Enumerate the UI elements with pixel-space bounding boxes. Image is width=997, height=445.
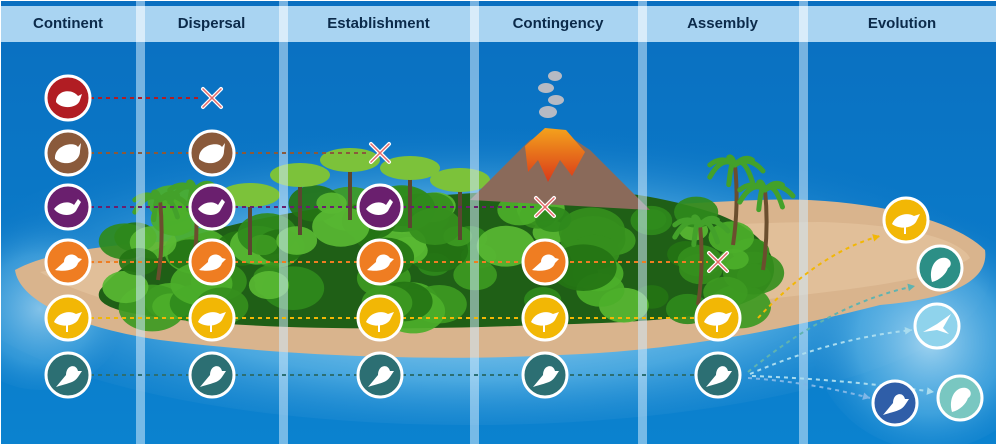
header-divider (279, 6, 288, 42)
finch-icon (521, 351, 569, 399)
rail-icon (694, 294, 742, 342)
extinction-x-icon (534, 196, 556, 218)
stage-header-continent: Continent (33, 15, 103, 32)
arrow-head (872, 234, 880, 242)
stage-band (279, 0, 288, 445)
parrot-icon (936, 374, 984, 422)
finch-icon (871, 379, 919, 427)
robin-icon (356, 238, 404, 286)
canopy-blob (630, 205, 673, 236)
rail-icon (521, 294, 569, 342)
extinction-x-icon (201, 87, 223, 109)
canopy-blob (408, 207, 462, 246)
tree-trunk (298, 175, 302, 235)
finch-icon (44, 351, 92, 399)
canopy-blob (248, 234, 278, 256)
arrow-head (926, 387, 934, 395)
extinction-x-icon (707, 251, 729, 273)
rail-icon (882, 196, 930, 244)
extinction-x-icon (369, 142, 391, 164)
finch-icon (356, 351, 404, 399)
rail-icon (188, 294, 236, 342)
palm-trunk (696, 224, 704, 306)
canopy-blob (312, 206, 370, 247)
guineafowl-icon (188, 129, 236, 177)
tree-trunk (458, 180, 462, 240)
robin-icon (521, 238, 569, 286)
header-divider (799, 6, 808, 42)
tree-trunk (348, 160, 352, 220)
rail-icon (356, 294, 404, 342)
evolution-arrow (747, 285, 916, 373)
stage-column-bands (136, 0, 808, 445)
tern-icon (913, 302, 961, 350)
palm-frond (697, 215, 720, 228)
pigeon-icon (44, 183, 92, 231)
stage-header-assembly: Assembly (687, 15, 758, 32)
evolution-arrow (757, 235, 881, 319)
canopy-blob (708, 221, 755, 254)
pigeon-icon (188, 183, 236, 231)
quail-icon (44, 74, 92, 122)
bird-icons (44, 74, 984, 427)
finch-icon (694, 351, 742, 399)
header-divider (136, 6, 145, 42)
guineafowl-icon (44, 129, 92, 177)
palm-trunk (156, 199, 164, 281)
palm-frond (732, 155, 755, 168)
finch-icon (188, 351, 236, 399)
extinction-marks (201, 87, 729, 273)
header-divider (638, 6, 647, 42)
tree-crown (220, 183, 280, 207)
tree-trunk (408, 168, 412, 228)
lava-flow (525, 128, 585, 182)
volcano-cone (470, 130, 650, 210)
stage-band (470, 0, 479, 445)
canopy-blob (158, 212, 192, 236)
volcano-smoke (538, 71, 564, 118)
stage-header-dispersal: Dispersal (177, 15, 246, 32)
arrow-head (862, 392, 870, 400)
stage-band (136, 0, 145, 445)
rail-icon (44, 294, 92, 342)
palm-frond (762, 180, 785, 193)
tree-crown (380, 156, 440, 180)
arrow-head (907, 283, 915, 292)
palm-trunk (761, 189, 769, 271)
robin-icon (188, 238, 236, 286)
robin-icon (44, 238, 92, 286)
header-divider (470, 6, 479, 42)
tree-trunk (248, 195, 252, 255)
header-dividers (136, 6, 808, 42)
tree-crown (430, 168, 490, 192)
canopy-blob (535, 206, 572, 232)
palm-trunk (731, 164, 739, 246)
stage-header-contingency: Contingency (512, 15, 604, 32)
arrow-head (904, 326, 912, 335)
stage-header-evolution: Evolution (867, 15, 937, 32)
stage-header-bar (0, 6, 997, 42)
pigeon-icon (356, 183, 404, 231)
stage-header-establishment: Establishment (327, 15, 430, 32)
parrot-icon (916, 244, 964, 292)
stage-band (799, 0, 808, 445)
stage-band (638, 0, 647, 445)
canopy-blob (476, 225, 536, 267)
